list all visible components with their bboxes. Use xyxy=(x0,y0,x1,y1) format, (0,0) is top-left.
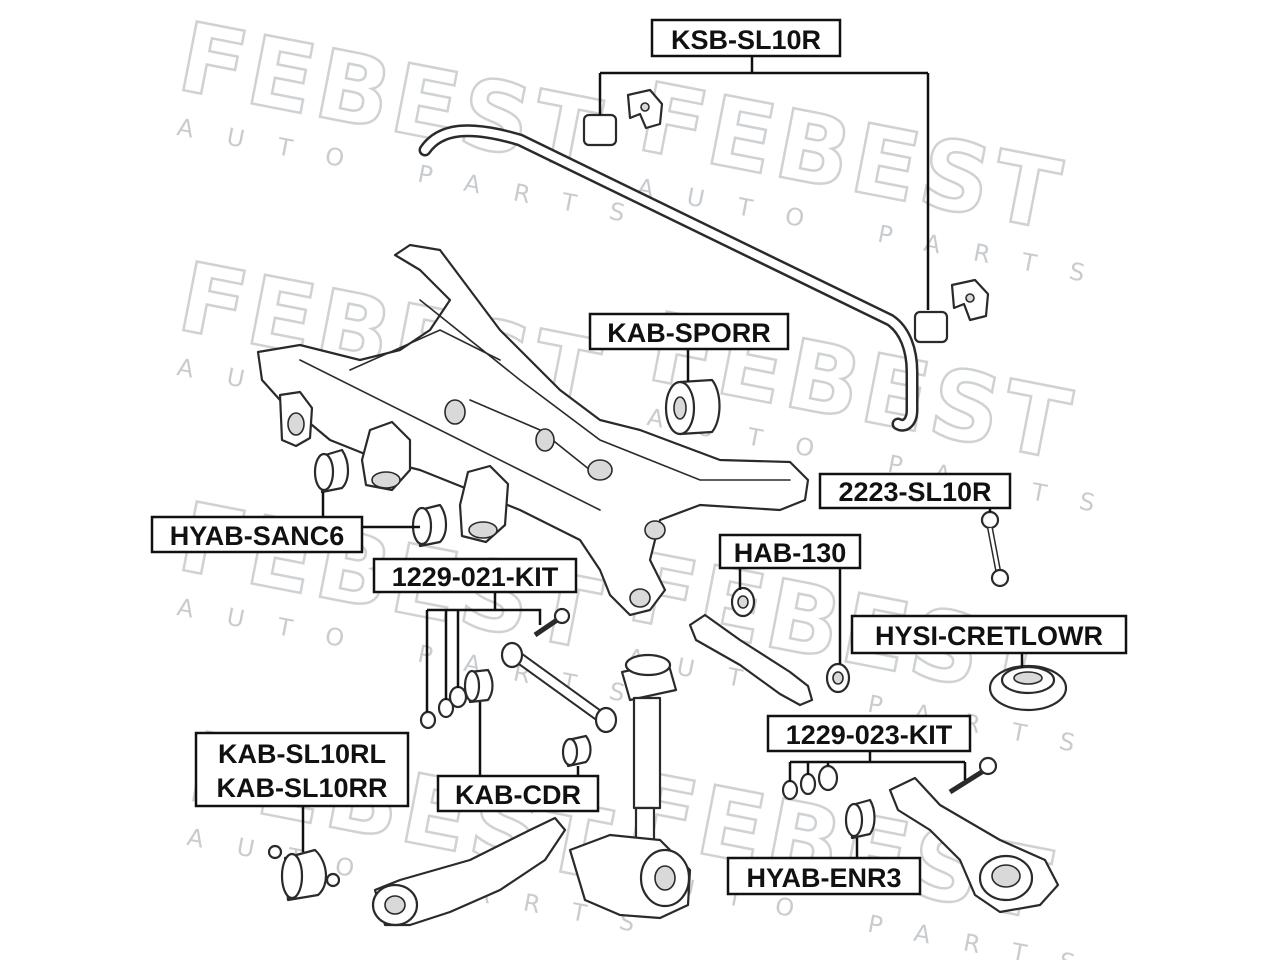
upper-arm-bushing-a xyxy=(730,586,756,618)
upper-arm-drawing xyxy=(688,613,814,707)
label-kab-sl10rl-rr[interactable]: KAB-SL10RL KAB-SL10RR xyxy=(194,731,410,808)
trailing-arm-bushing xyxy=(267,844,341,902)
subframe-drawing xyxy=(256,243,810,617)
label-1229-021-kit-text: 1229-021-KIT xyxy=(392,562,559,592)
label-hysi-cretlowr[interactable]: HYSI-CRETLOWR xyxy=(850,614,1128,655)
label-1229-021-kit[interactable]: 1229-021-KIT xyxy=(372,557,578,594)
lower-arm-drawing xyxy=(888,776,1060,914)
kit-washers-021 xyxy=(419,685,468,730)
label-hyab-enr3-text: HYAB-ENR3 xyxy=(746,863,901,893)
label-hyab-sanc6[interactable]: HYAB-SANC6 xyxy=(150,515,364,554)
subframe-bushing-lower xyxy=(411,503,448,548)
label-ksb-sl10r-text: KSB-SL10R xyxy=(671,25,821,55)
upper-arm-bushing-b xyxy=(825,662,851,694)
leader-lines xyxy=(301,56,1024,858)
shock-absorber-drawing xyxy=(620,653,678,886)
label-hab-130[interactable]: HAB-130 xyxy=(718,533,862,570)
label-kab-sl10rr-text: KAB-SL10RR xyxy=(216,773,387,803)
label-kab-sl10rl-text: KAB-SL10RL xyxy=(218,739,386,769)
knuckle-drawing xyxy=(568,833,692,920)
label-kab-sporr[interactable]: KAB-SPORR xyxy=(588,312,790,351)
stabilizer-bushing-left xyxy=(582,88,664,147)
label-ksb-sl10r[interactable]: KSB-SL10R xyxy=(650,18,842,58)
subframe-bushing-upper xyxy=(313,448,350,494)
label-hab-130-text: HAB-130 xyxy=(734,538,847,568)
trailing-arm-drawing xyxy=(371,816,567,927)
lower-arm-bushing-enr3 xyxy=(844,798,876,840)
label-1229-023-kit[interactable]: 1229-023-KIT xyxy=(766,714,972,753)
label-1229-023-kit-text: 1229-023-KIT xyxy=(786,720,953,750)
label-hyab-sanc6-text: HYAB-SANC6 xyxy=(170,521,345,551)
label-2223-sl10r[interactable]: 2223-SL10R xyxy=(818,472,1012,510)
differential-mount-bushing xyxy=(664,378,721,436)
label-kab-sporr-text: KAB-SPORR xyxy=(607,318,771,348)
camber-bolt-drawing xyxy=(533,607,571,638)
label-hyab-enr3[interactable]: HYAB-ENR3 xyxy=(726,856,922,896)
label-kab-cdr-text: KAB-CDR xyxy=(455,780,581,810)
label-kab-cdr[interactable]: KAB-CDR xyxy=(436,774,600,813)
toe-link-drawing xyxy=(500,641,618,734)
spring-seat-drawing xyxy=(988,664,1068,712)
control-arm-bushing-cdr xyxy=(463,668,494,704)
stabilizer-bushing-right xyxy=(913,278,990,344)
label-2223-sl10r-text: 2223-SL10R xyxy=(838,477,991,507)
label-hysi-cretlowr-text: HYSI-CRETLOWR xyxy=(875,621,1103,651)
control-arm-bushing-small xyxy=(561,734,592,768)
kit-bolt-023 xyxy=(948,756,998,795)
stabilizer-link-drawing xyxy=(980,510,1010,588)
stabilizer-bar-drawing xyxy=(418,124,919,432)
